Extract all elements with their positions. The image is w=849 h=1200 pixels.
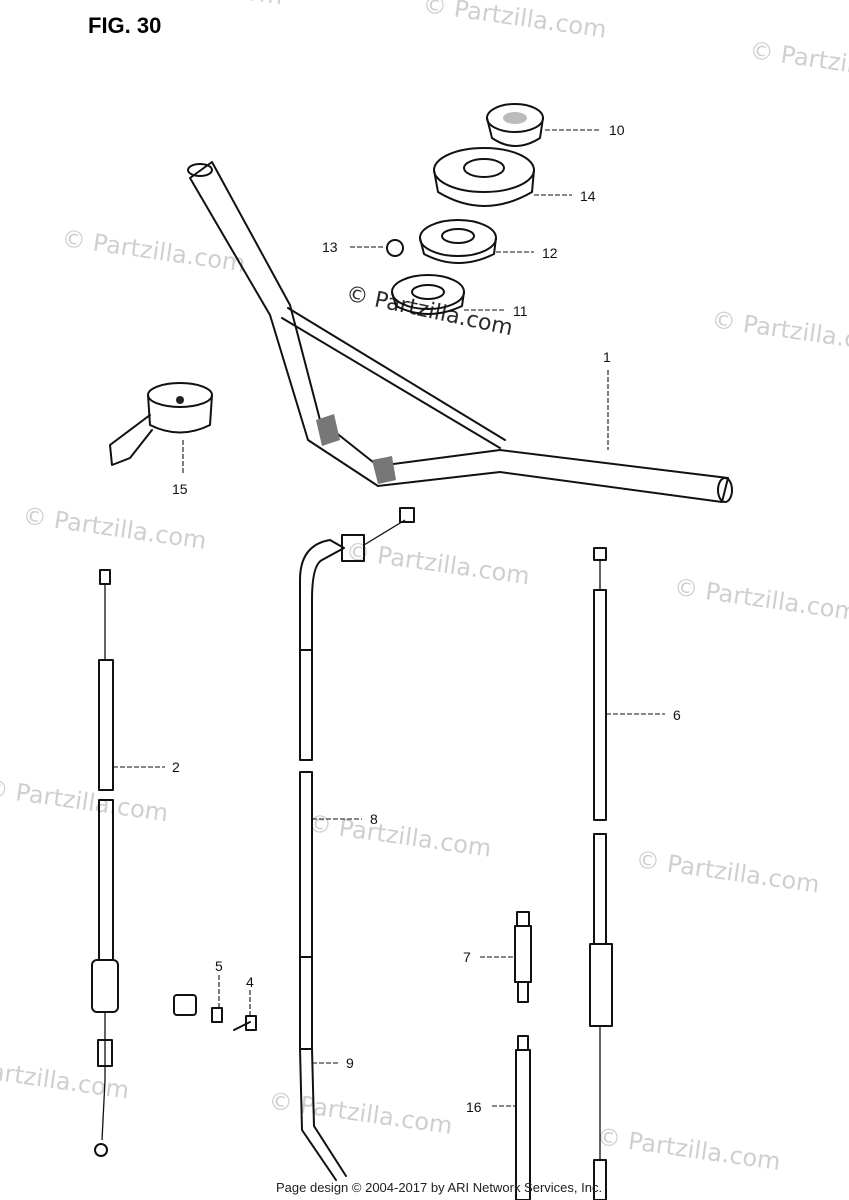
cable-2 (91, 569, 119, 1157)
watermark-text: © Partzilla.com (0, 774, 170, 828)
watermark-text: © Partzilla.com (21, 501, 208, 555)
nut-13 (386, 239, 404, 257)
callout-10: 10 (609, 122, 625, 138)
cushion-11 (391, 274, 465, 315)
callout-11: 11 (513, 303, 528, 319)
watermark-text: © Partzilla.com (634, 845, 821, 899)
figure-title: FIG. 30 (88, 13, 161, 38)
watermark-text: © Partzilla.com (60, 224, 247, 278)
watermark-text: © Partzilla.com (672, 573, 849, 627)
callout-2: 2 (172, 759, 180, 775)
callout-6: 6 (673, 707, 681, 723)
callout-13: 13 (322, 239, 338, 255)
callout-1: 1 (603, 349, 611, 365)
watermark-text: © Partzilla.com (748, 36, 849, 90)
screw-4 (233, 1015, 257, 1031)
throttle-housing (109, 382, 213, 466)
watermark-text: © Partzilla.com (595, 1122, 782, 1176)
callout-15: 15 (172, 481, 188, 497)
callout-14: 14 (580, 188, 596, 204)
copyright-footer: Page design © 2004-2017 by ARI Network S… (276, 1180, 602, 1195)
callout-12: 12 (542, 245, 558, 261)
cable-8 (299, 507, 415, 1181)
watermark-text-center: © Partzilla.com (344, 281, 515, 341)
callout-4: 4 (246, 974, 254, 990)
callout-7: 7 (463, 949, 471, 965)
clamp-5 (173, 994, 223, 1023)
cable-6 (589, 547, 613, 1200)
watermark-text: © Partzilla.com (710, 305, 849, 359)
handlebar (187, 161, 733, 503)
callouts: 1 2 4 5 6 7 8 9 10 11 12 13 14 15 16 (172, 122, 681, 1115)
watermark-text: © Partzilla.com (344, 537, 531, 591)
watermark-text: © Partzilla.com (97, 0, 284, 10)
callout-5: 5 (215, 958, 223, 974)
leader-lines (113, 129, 665, 1107)
clip-7 (514, 911, 532, 1003)
cable-16 (515, 1035, 531, 1200)
rubber-cushion-14 (433, 147, 535, 207)
watermark-text: © Partzilla.com (267, 1086, 454, 1140)
callout-16: 16 (466, 1099, 482, 1115)
washer-12 (419, 219, 497, 264)
holder-upper (486, 103, 544, 147)
watermark-text: © Partzilla.com (306, 809, 493, 863)
callout-8: 8 (370, 811, 378, 827)
watermark-text: © Partzilla.com (421, 0, 608, 44)
callout-9: 9 (346, 1055, 354, 1071)
